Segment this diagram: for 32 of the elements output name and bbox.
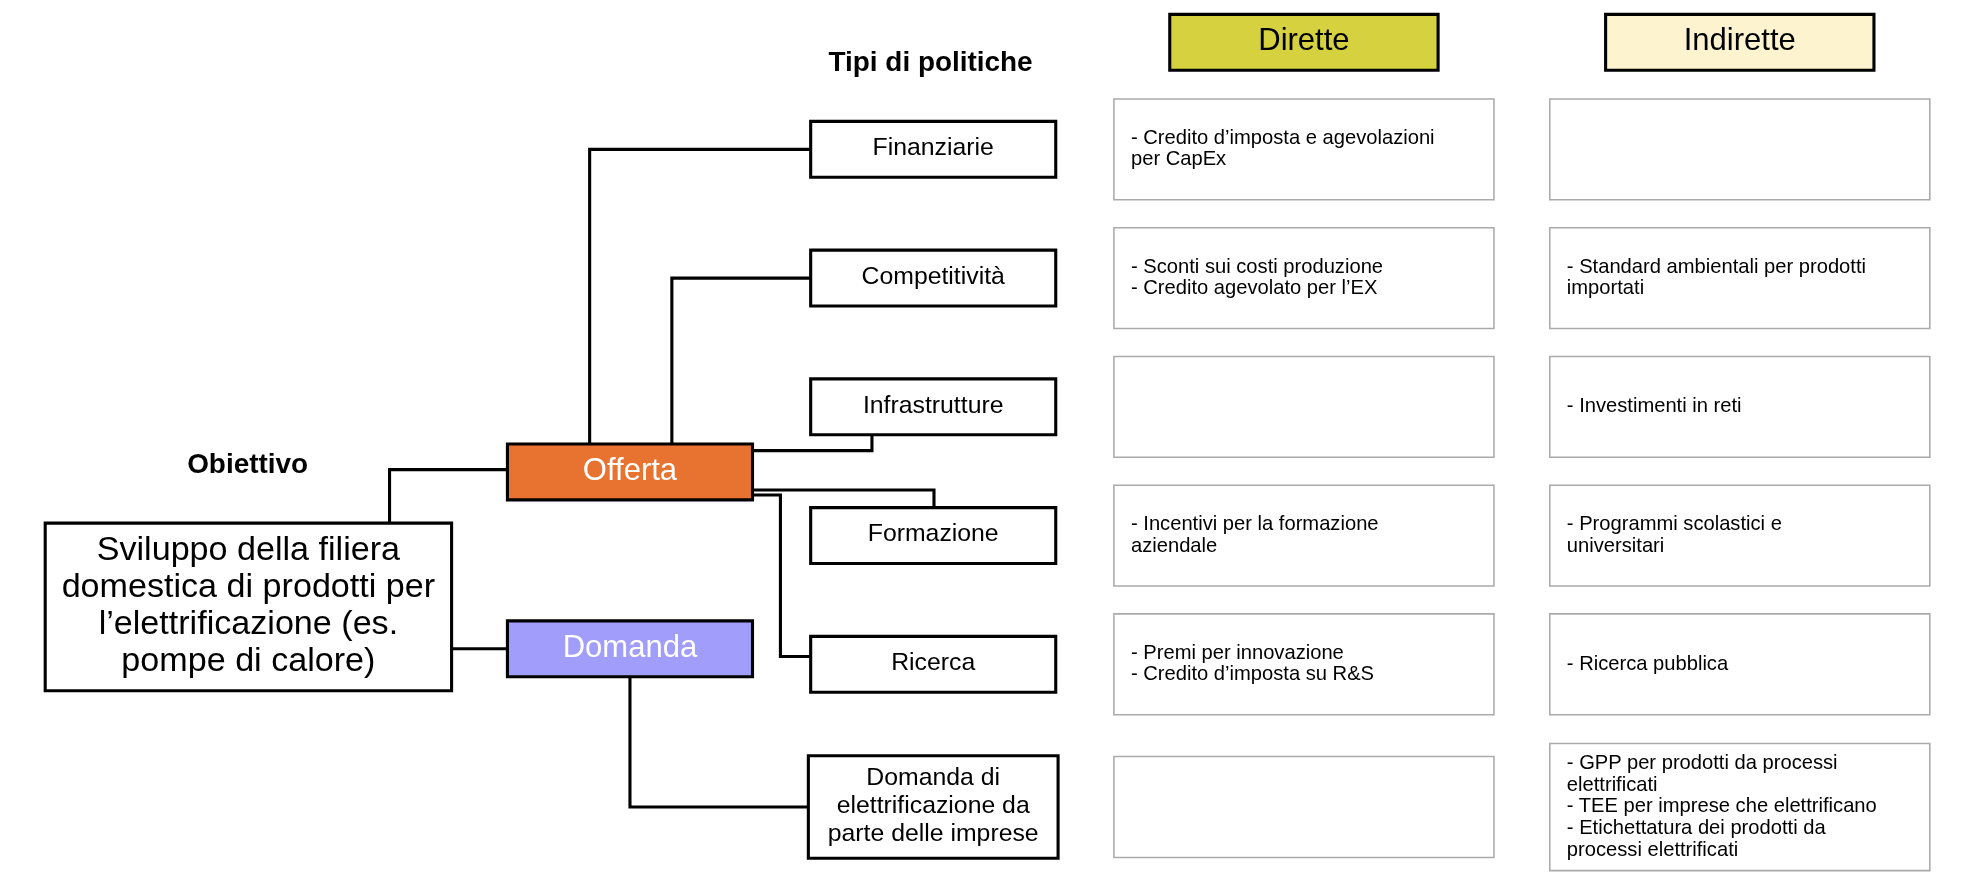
node-box xyxy=(1113,755,1495,859)
node-box xyxy=(1549,98,1931,201)
node-box: Ricerca xyxy=(809,634,1058,694)
node-box: - Ricerca pubblica xyxy=(1549,613,1931,716)
connector xyxy=(388,468,507,524)
label: Obiettivo xyxy=(187,447,309,479)
node-box: - Programmi scolastici e universitari xyxy=(1549,484,1931,587)
node-box: - Standard ambientali per prodotti importati xyxy=(1549,226,1931,330)
node-box: Domanda xyxy=(505,619,755,679)
connector xyxy=(628,677,809,809)
connector xyxy=(670,276,811,444)
node-box: - Investimenti in reti xyxy=(1549,355,1931,458)
node-box: Domanda di elettrificazione da parte delle imprese xyxy=(806,754,1060,860)
node-box: Finanziarie xyxy=(809,119,1058,179)
node-box: Indirette xyxy=(1604,12,1876,72)
node-box: Dirette xyxy=(1168,12,1440,72)
node-box: Infrastrutture xyxy=(809,377,1058,437)
node-box: Offerta xyxy=(505,442,755,502)
node-box: Sviluppo della filiera domestica di prodotti per l’elettrificazione (es. pompe di calore) xyxy=(43,521,454,693)
connector xyxy=(752,488,936,508)
node-box: - Incentivi per la formazione aziendale xyxy=(1113,484,1495,587)
node-box: Formazione xyxy=(809,506,1058,566)
label: Tipi di politiche xyxy=(828,45,1033,77)
connector xyxy=(753,434,874,453)
connector xyxy=(588,147,811,444)
node-box: - Credito d’imposta e agevolazioni per CapEx xyxy=(1113,98,1495,201)
node-box: - Premi per innovazione - Credito d’imposta su R&S xyxy=(1113,613,1495,716)
node-box: - Sconti sui costi produzione - Credito agevolato per l’EX xyxy=(1113,226,1495,330)
node-box: Competitività xyxy=(809,248,1058,308)
node-box: - GPP per prodotti da processi elettrificati - TEE per imprese che elettrificano - Etichettatura dei prodotti da processi elettrificati xyxy=(1549,742,1931,872)
connector xyxy=(452,647,508,651)
node-box xyxy=(1113,355,1495,458)
